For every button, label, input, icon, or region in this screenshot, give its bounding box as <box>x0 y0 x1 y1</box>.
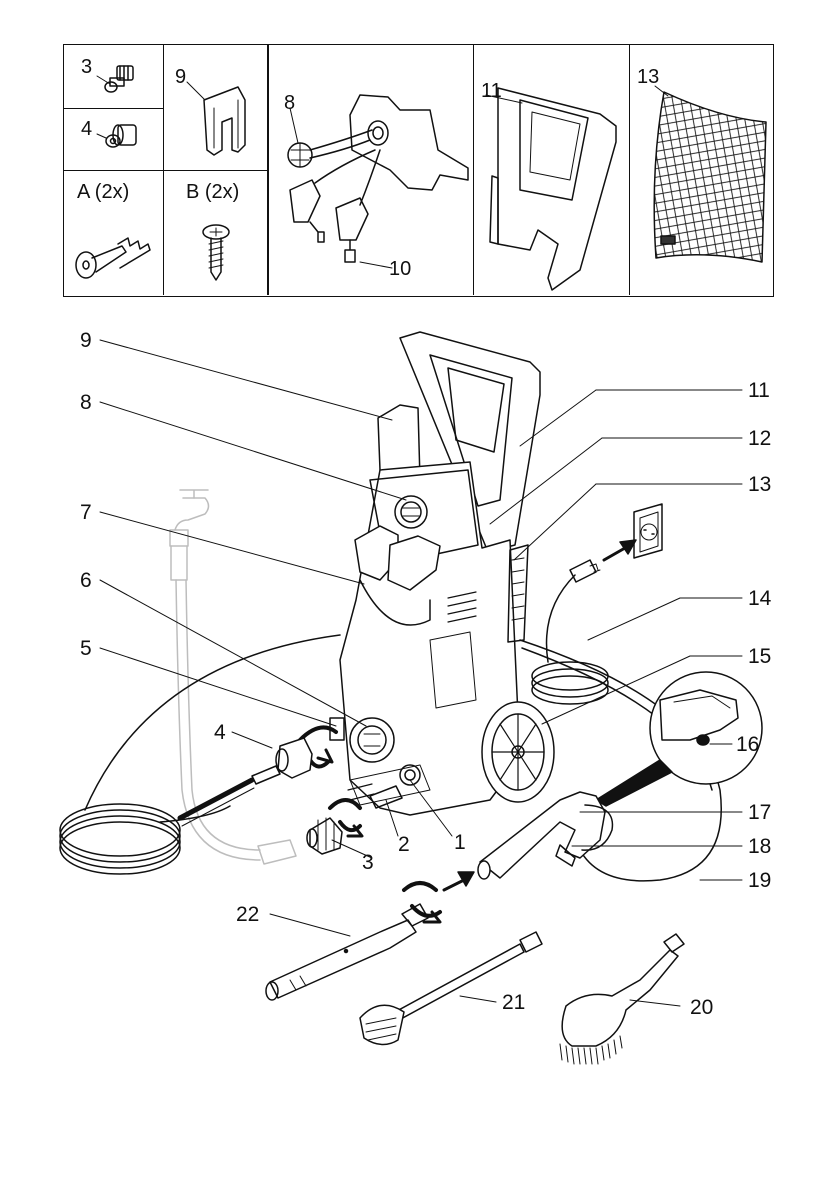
callout-14: 14 <box>748 587 772 610</box>
callout-4: 4 <box>214 721 226 744</box>
callout-20: 20 <box>690 996 714 1019</box>
table-part-icon-9-holder <box>186 81 246 156</box>
callout-leaders <box>99 339 743 1007</box>
table-label-3: 3 <box>81 56 93 78</box>
push-arrow-22 <box>442 871 475 892</box>
spray-gun <box>477 791 614 880</box>
table-label-B: B (2x) <box>186 181 240 203</box>
table-divider <box>629 45 630 295</box>
callout-19: 19 <box>748 869 772 892</box>
callout-3: 3 <box>362 851 374 874</box>
callout-7: 7 <box>80 501 92 524</box>
callout-21: 21 <box>502 991 526 1014</box>
hose-coil <box>59 634 341 875</box>
callout-17: 17 <box>748 801 772 824</box>
table-label-13: 13 <box>637 66 660 88</box>
wash-brush <box>559 933 685 1065</box>
table-part-icon-3-coupling <box>96 65 134 93</box>
rotation-arrow-3 <box>328 798 364 838</box>
table-part-icon-4-adapter <box>96 124 137 148</box>
table-label-9: 9 <box>175 66 187 88</box>
callout-2: 2 <box>398 833 410 856</box>
callout-15: 15 <box>748 645 772 668</box>
dirt-blaster-lance <box>265 903 429 1001</box>
table-divider <box>64 108 164 109</box>
table-label-11: 11 <box>481 80 502 102</box>
parts-table: 3 4 9 A (2x) B (2x) 8 10 11 13 <box>63 44 774 297</box>
callout-12: 12 <box>748 427 772 450</box>
table-divider <box>473 45 474 295</box>
callout-11: 11 <box>748 379 770 402</box>
table-divider <box>64 170 268 171</box>
rotation-arrow-22 <box>402 881 442 924</box>
callout-8: 8 <box>80 391 92 414</box>
table-part-icon-A-screw-anchor <box>75 237 151 279</box>
callout-22: 22 <box>236 903 260 926</box>
table-label-4: 4 <box>81 118 93 140</box>
callout-9: 9 <box>80 329 92 352</box>
water-tap-ghost <box>169 489 297 865</box>
vario-lance <box>359 931 543 1046</box>
table-part-icon-8-10-connector <box>287 94 469 269</box>
table-part-icon-11-frame <box>485 87 617 291</box>
callout-6: 6 <box>80 569 92 592</box>
callout-13: 13 <box>748 473 772 496</box>
hose-connector-4 <box>177 737 313 827</box>
plug-arrow <box>602 539 637 562</box>
pressure-washer-machine <box>329 331 609 816</box>
table-label-8: 8 <box>284 92 296 114</box>
detail-circle <box>595 671 763 807</box>
callout-16: 16 <box>736 733 760 756</box>
table-part-icon-B-screw <box>202 224 230 281</box>
coupling-3 <box>306 817 343 855</box>
table-label-10: 10 <box>389 258 412 280</box>
wall-socket <box>633 503 663 559</box>
callout-5: 5 <box>80 637 92 660</box>
callout-18: 18 <box>748 835 772 858</box>
table-divider <box>267 45 269 295</box>
callout-1: 1 <box>454 831 466 854</box>
table-part-icon-13-net-bag <box>653 85 767 263</box>
table-label-A: A (2x) <box>77 181 130 203</box>
